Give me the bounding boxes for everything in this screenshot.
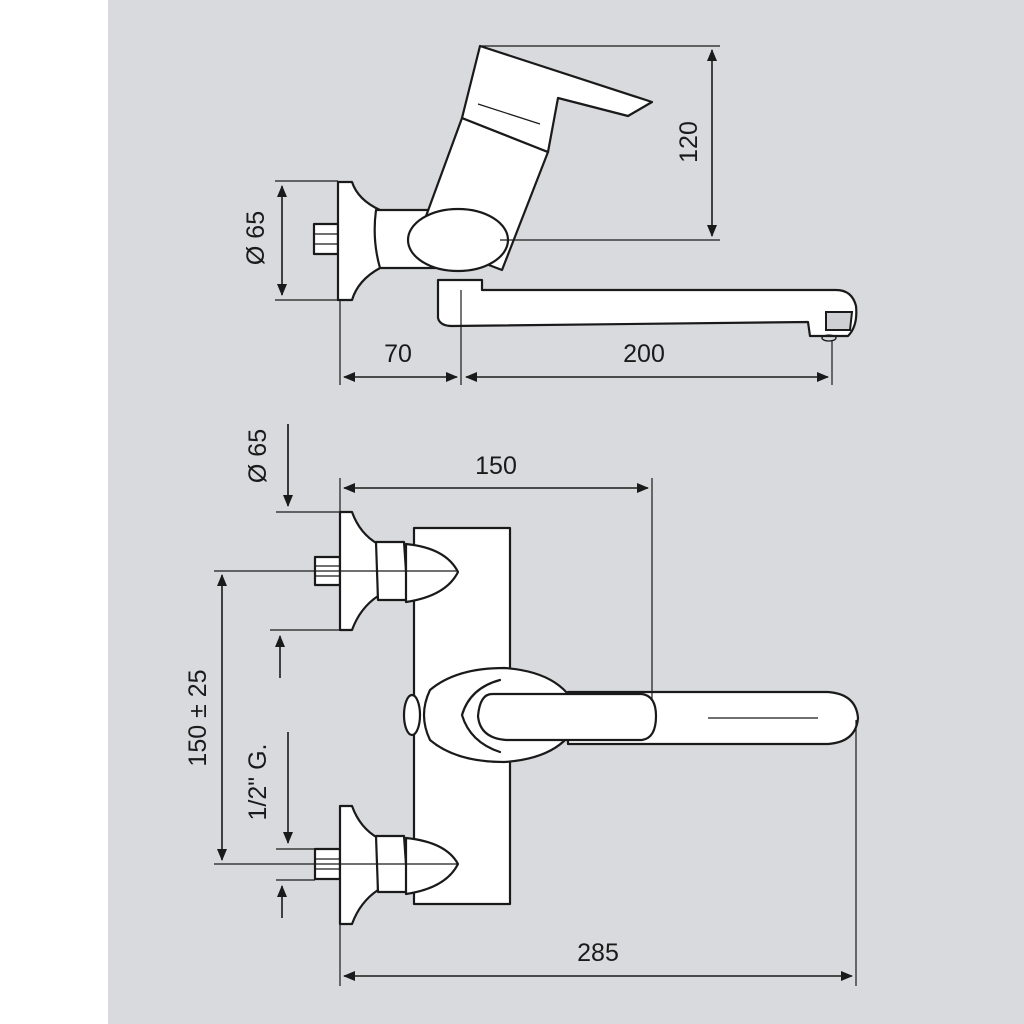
front-view: Ø 65 150 150 ± 25 1/2" G. 285 [184,424,860,986]
side-oval-knob [406,207,510,273]
side-aerator [825,311,854,331]
front-lever [476,692,658,742]
front-thread-label: 1/2" G. [244,744,272,821]
side-spout [436,278,858,338]
drawing-background [108,0,1024,1024]
side-spout-length-label: 200 [623,340,665,368]
side-view: Ø 65 120 70 200 [242,44,858,385]
front-mixer-knob-stub [402,693,422,737]
front-centers-label: 150 ± 25 [184,669,212,766]
side-lever-head [460,44,654,154]
side-height-label: 120 [675,121,703,163]
front-width-label: 150 [475,452,517,480]
side-diameter-label: Ø 65 [242,211,270,265]
side-bolt [312,222,340,256]
front-top-cap [404,542,460,604]
front-total-length-label: 285 [577,939,619,967]
front-diameter-label: Ø 65 [244,429,272,483]
side-offset-label: 70 [384,340,412,368]
